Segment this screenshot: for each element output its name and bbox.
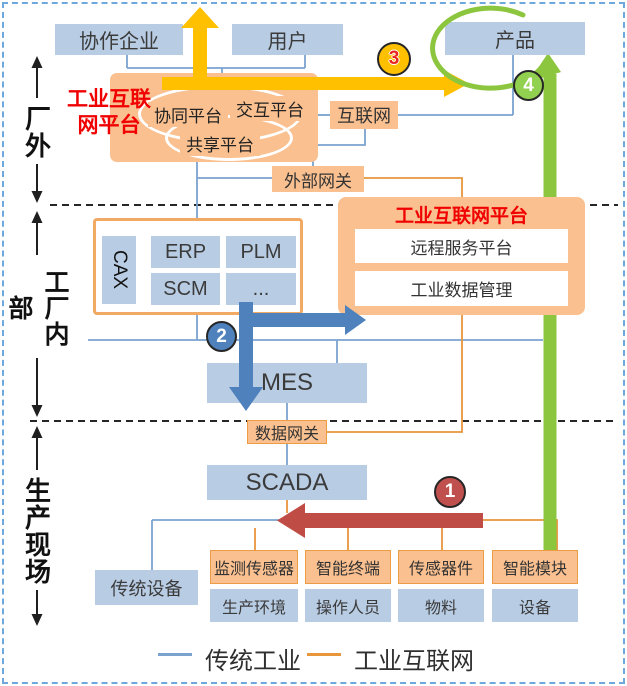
legend-traditional-label: 传统工业 [205, 648, 301, 675]
industrial-data-box: 工业数据管理 [355, 271, 568, 306]
legend-traditional-line-icon [158, 653, 192, 656]
erp-box: ERP [151, 236, 220, 268]
smart-module-box: 智能模块 [492, 550, 578, 584]
legend-industrial-label: 工业互联网 [354, 648, 474, 675]
share-platform-label: 共享平台 [180, 130, 260, 156]
smart-terminal-box: 智能终端 [305, 550, 391, 584]
badge-1: 1 [434, 476, 466, 508]
mes-box: MES [207, 363, 367, 403]
collab-platform-label: 协同平台 [148, 102, 228, 127]
equipment-box: 设备 [492, 589, 578, 622]
enterprise-apps-box: CAX ERP PLM SCM ... [93, 218, 303, 315]
partner-box: 协作企业 [55, 24, 183, 55]
outer-platform-title: 工业互联 网平台 [56, 86, 162, 140]
more-apps-box: ... [226, 273, 296, 305]
scm-box: SCM [151, 273, 220, 305]
product-box: 产品 [445, 22, 585, 55]
data-gateway-box: 数据网关 [247, 420, 327, 444]
inner-platform-box: 工业互联网平台 远程服务平台 工业数据管理 [338, 197, 585, 315]
cax-box: CAX [102, 236, 136, 304]
badge-3: 3 [377, 42, 411, 76]
material-box: 物料 [398, 589, 484, 622]
internet-box: 互联网 [330, 101, 398, 129]
badge-2: 2 [206, 321, 237, 352]
scada-box: SCADA [207, 465, 367, 500]
zone-label-inner: 工厂内部 [5, 269, 69, 347]
interact-platform-label: 交互平台 [230, 96, 310, 121]
zone-label-field: 生产现场 [21, 477, 52, 585]
cloud-outline-icon [165, 115, 293, 161]
user-box: 用户 [232, 24, 343, 55]
sensor-monitor-box: 监测传感器 [210, 550, 298, 584]
legend-industrial-line-icon [307, 653, 341, 656]
plm-box: PLM [226, 236, 296, 268]
outer-platform-title-line1: 工业互联 [67, 88, 151, 111]
production-env-box: 生产环境 [210, 589, 298, 622]
remote-service-box: 远程服务平台 [355, 229, 568, 263]
operator-box: 操作人员 [305, 589, 391, 622]
zone-label-outer: 厂外 [21, 105, 52, 159]
inner-platform-title: 工业互联网平台 [394, 206, 528, 227]
outer-platform-title-line2: 网平台 [77, 114, 141, 137]
legacy-device-box: 传统设备 [95, 570, 198, 605]
sensor-part-box: 传感器件 [398, 550, 484, 584]
badge-4: 4 [513, 70, 544, 101]
external-gateway-box: 外部网关 [272, 166, 364, 192]
